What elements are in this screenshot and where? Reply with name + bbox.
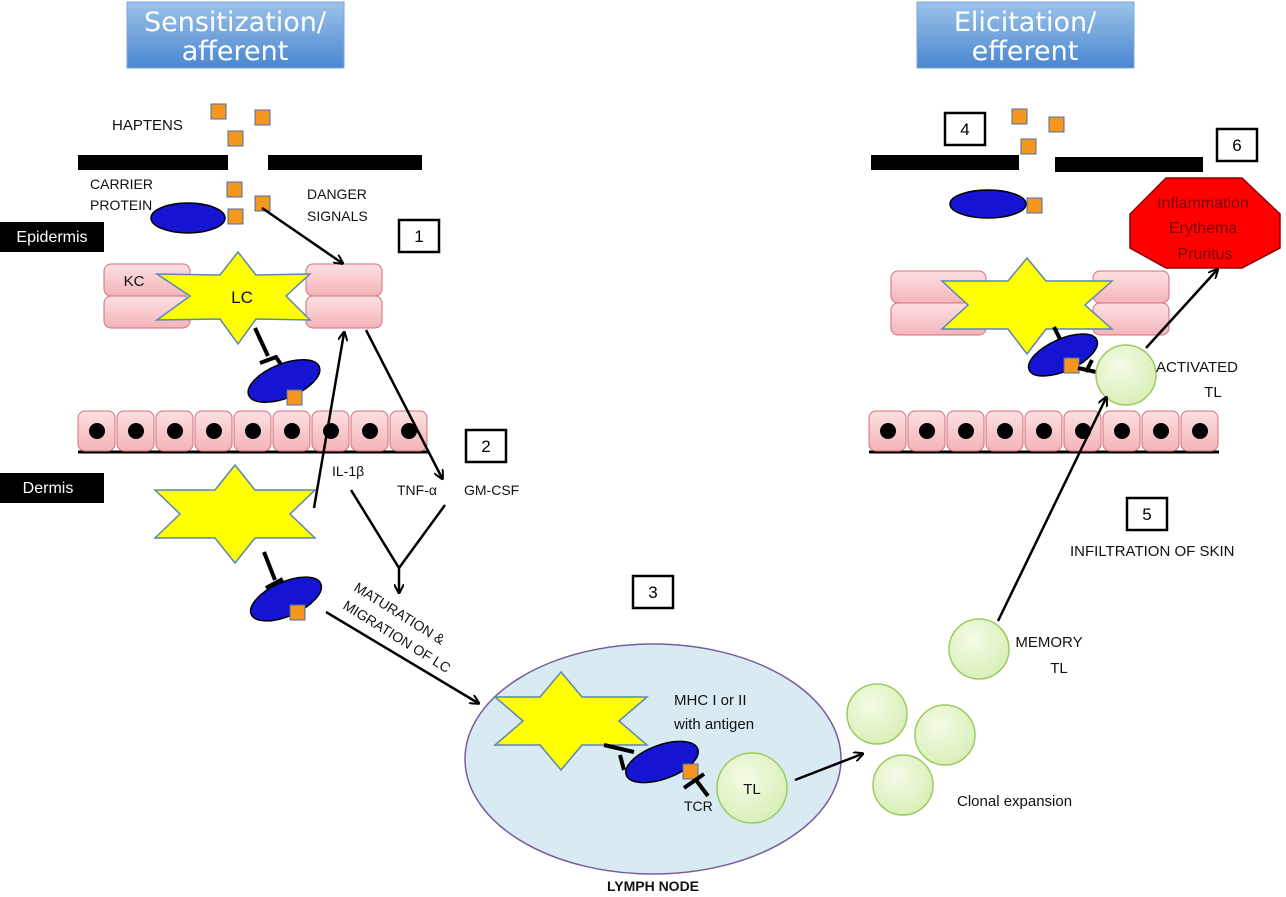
mhc-complex-epidermal [247,327,321,406]
basal-cell-layer-left [77,410,428,454]
tnfa-label: TNF-α [397,482,437,498]
skin-barrier-right-right-segment [1055,157,1203,172]
langerhans-cell-epidermal [154,250,312,346]
clonal-expansion-cells [846,683,976,816]
antigen-presentation-complex [603,740,710,798]
gmcsf-label: GM-CSF [464,482,519,498]
activated-tl-label-line1: ACTIVATED [1156,359,1238,376]
carrier-protein-label-line1: CARRIER [90,176,153,192]
hapten-squares-left [210,103,271,225]
epidermis-label: Epidermis [0,222,104,252]
outcome-line1: Inflammation [1157,195,1249,212]
mhc-label-line1: MHC I or II [674,692,747,709]
outcome-line3: Pruritus [1177,246,1232,263]
mhc-complex-dermal [249,551,323,622]
memory-tl-label-line2: TL [1050,660,1068,677]
svg-text:6: 6 [1232,136,1241,155]
infiltration-label: INFILTRATION OF SKIN [1070,543,1234,560]
step-3-badge: 3 [631,574,675,610]
elicitation-title-line2: efferent [972,36,1079,67]
memory-tl-label-line1: MEMORY [1015,634,1082,651]
sensitization-title-line1: Sensitization/ [144,7,327,38]
svg-text:5: 5 [1142,505,1151,524]
arrow-to-clonal-expansion [794,754,862,782]
step-6-badge: 6 [1215,127,1259,163]
langerhans-cell-lymph-node [492,670,650,772]
hapten-squares-right [1011,108,1065,155]
basal-cell-layer-right [868,410,1219,454]
svg-text:1: 1 [414,227,423,246]
mhc-complex-elicitation [1027,326,1099,377]
svg-text:2: 2 [481,437,490,456]
mhc-label-line2: with antigen [673,716,754,733]
danger-signals-label-line1: DANGER [307,186,367,202]
activated-t-lymphocyte [1095,344,1157,406]
dermis-label: Dermis [0,473,104,503]
tcr-label: TCR [684,798,713,814]
skin-barrier-left-segment [78,155,228,170]
outcome-octagon: Inflammation Erythema Pruritus [1129,177,1281,269]
memory-t-lymphocyte [948,618,1010,680]
keratinocytes-left [103,263,383,329]
haptens-label: HAPTENS [112,117,183,134]
sensitization-banner: Sensitization/ afferent [126,1,345,69]
t-lymphocyte-naive [716,752,788,824]
skin-barrier-right-left-segment [871,155,1019,170]
carrier-protein-label-line2: PROTEIN [90,197,152,213]
il1b-label: IL-1β [332,463,364,479]
danger-signals-label-line2: SIGNALS [307,208,368,224]
lc-label: LC [231,288,253,307]
kc-label: KC [124,273,145,290]
carrier-protein [150,202,226,234]
arrows-sensitization [261,206,478,703]
elicitation-title-line1: Elicitation/ [954,7,1097,38]
svg-text:Epidermis: Epidermis [16,229,87,246]
step-2-badge: 2 [464,428,508,464]
svg-text:4: 4 [960,120,969,139]
svg-text:Dermis: Dermis [23,480,74,497]
tl-label: TL [743,781,761,798]
elicitation-banner: Elicitation/ efferent [916,1,1135,69]
langerhans-cell-elicitation [940,256,1114,356]
step-4-badge: 4 [943,111,987,147]
clonal-expansion-label: Clonal expansion [957,793,1072,810]
outcome-line2: Erythema [1169,220,1238,237]
sensitization-title-line2: afferent [182,36,289,67]
svg-text:3: 3 [648,583,657,602]
step-1-badge: 1 [397,218,441,254]
step-5-badge: 5 [1125,496,1169,532]
lymph-node-label: LYMPH NODE [607,878,699,894]
arrows-elicitation [996,270,1217,622]
carrier-protein-right [949,189,1043,219]
skin-barrier-right-segment [268,155,422,170]
langerhans-cell-dermal [153,463,317,565]
activated-tl-label-line2: TL [1204,384,1222,401]
